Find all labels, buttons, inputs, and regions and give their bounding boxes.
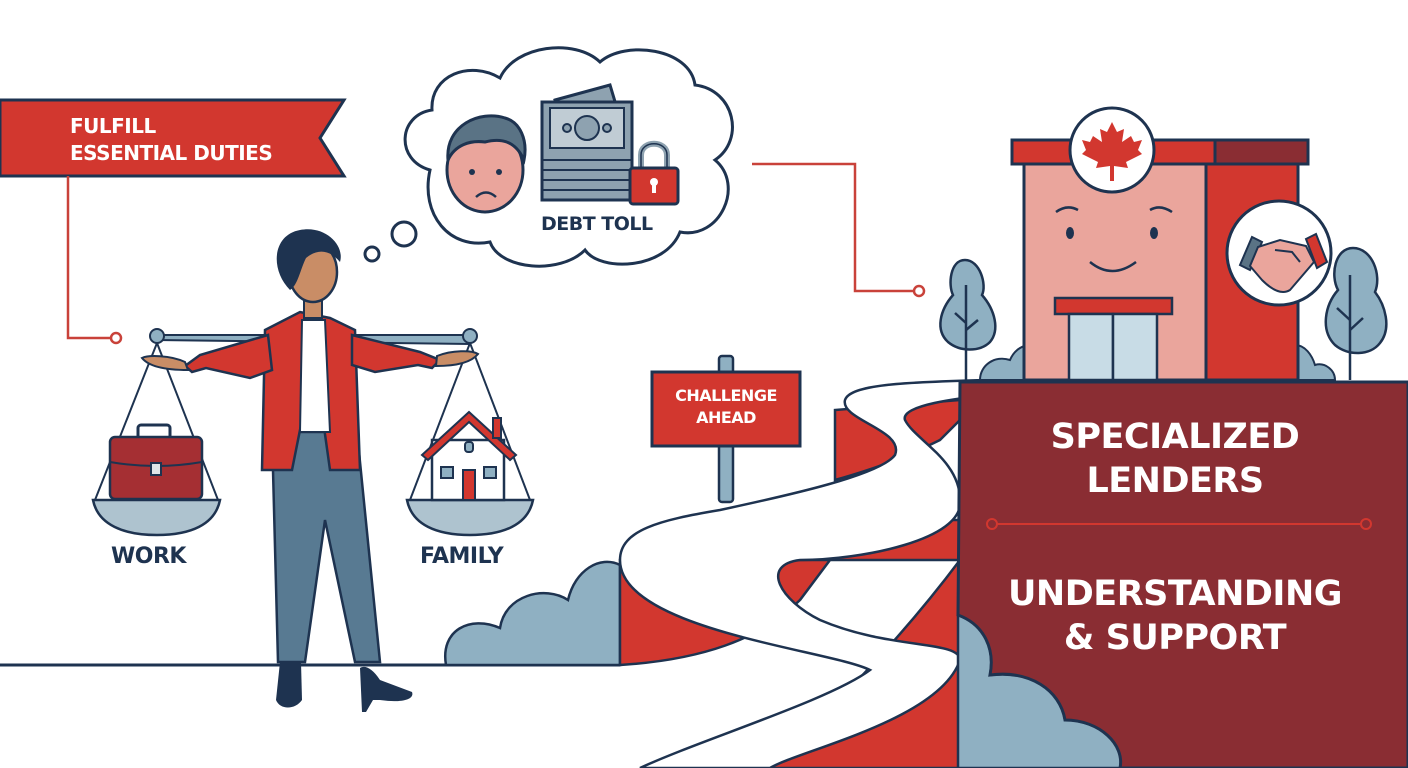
money-stack-icon bbox=[540, 83, 634, 202]
padlock-icon bbox=[628, 140, 680, 206]
briefcase-icon bbox=[108, 423, 204, 501]
specialized-lenders-title: SPECIALIZED LENDERS bbox=[980, 415, 1370, 503]
challenge-ahead-sign bbox=[650, 354, 802, 504]
banner-line-2: ESSENTIAL DUTIES bbox=[70, 141, 273, 165]
panel-sub-line-1: UNDERSTANDING bbox=[1008, 574, 1342, 614]
challenge-ahead-text: CHALLENGE AHEAD bbox=[653, 385, 799, 429]
family-label: FAMILY bbox=[420, 544, 504, 569]
tree-right-icon bbox=[1324, 246, 1388, 380]
scale-pan-left bbox=[91, 498, 222, 537]
banner-line-1: FULFILL bbox=[70, 114, 156, 138]
debt-toll-label: DEBT TOLL bbox=[541, 213, 653, 235]
panel-title-line-2: LENDERS bbox=[1086, 461, 1264, 501]
fulfill-duties-banner bbox=[0, 98, 347, 178]
connector-node-icon bbox=[912, 284, 926, 298]
divider-node-icon bbox=[1360, 518, 1372, 530]
connector-line-right bbox=[752, 162, 915, 293]
divider-node-icon bbox=[986, 518, 998, 530]
sign-line-1: CHALLENGE bbox=[675, 386, 777, 405]
connector-node-icon bbox=[109, 331, 123, 345]
maple-leaf-icon bbox=[1068, 106, 1156, 194]
fulfill-duties-banner-text: FULFILL ESSENTIAL DUTIES bbox=[70, 113, 273, 167]
woman-figure bbox=[140, 229, 480, 712]
tree-left-icon bbox=[939, 258, 997, 380]
panel-sub-line-2: & SUPPORT bbox=[1063, 618, 1287, 658]
lenders-panel bbox=[956, 380, 1408, 768]
scale-pan-right bbox=[405, 498, 535, 537]
handshake-icon bbox=[1225, 199, 1333, 307]
house-icon bbox=[420, 410, 518, 502]
panel-title-line-1: SPECIALIZED bbox=[1050, 417, 1300, 457]
bush-near-building-right bbox=[1294, 343, 1337, 381]
winding-road bbox=[443, 378, 992, 768]
understanding-support-subtitle: UNDERSTANDING & SUPPORT bbox=[980, 572, 1370, 660]
sign-line-2: AHEAD bbox=[696, 408, 756, 427]
work-label: WORK bbox=[111, 544, 186, 569]
worried-face-icon bbox=[445, 114, 527, 214]
connector-line-left bbox=[66, 176, 112, 340]
